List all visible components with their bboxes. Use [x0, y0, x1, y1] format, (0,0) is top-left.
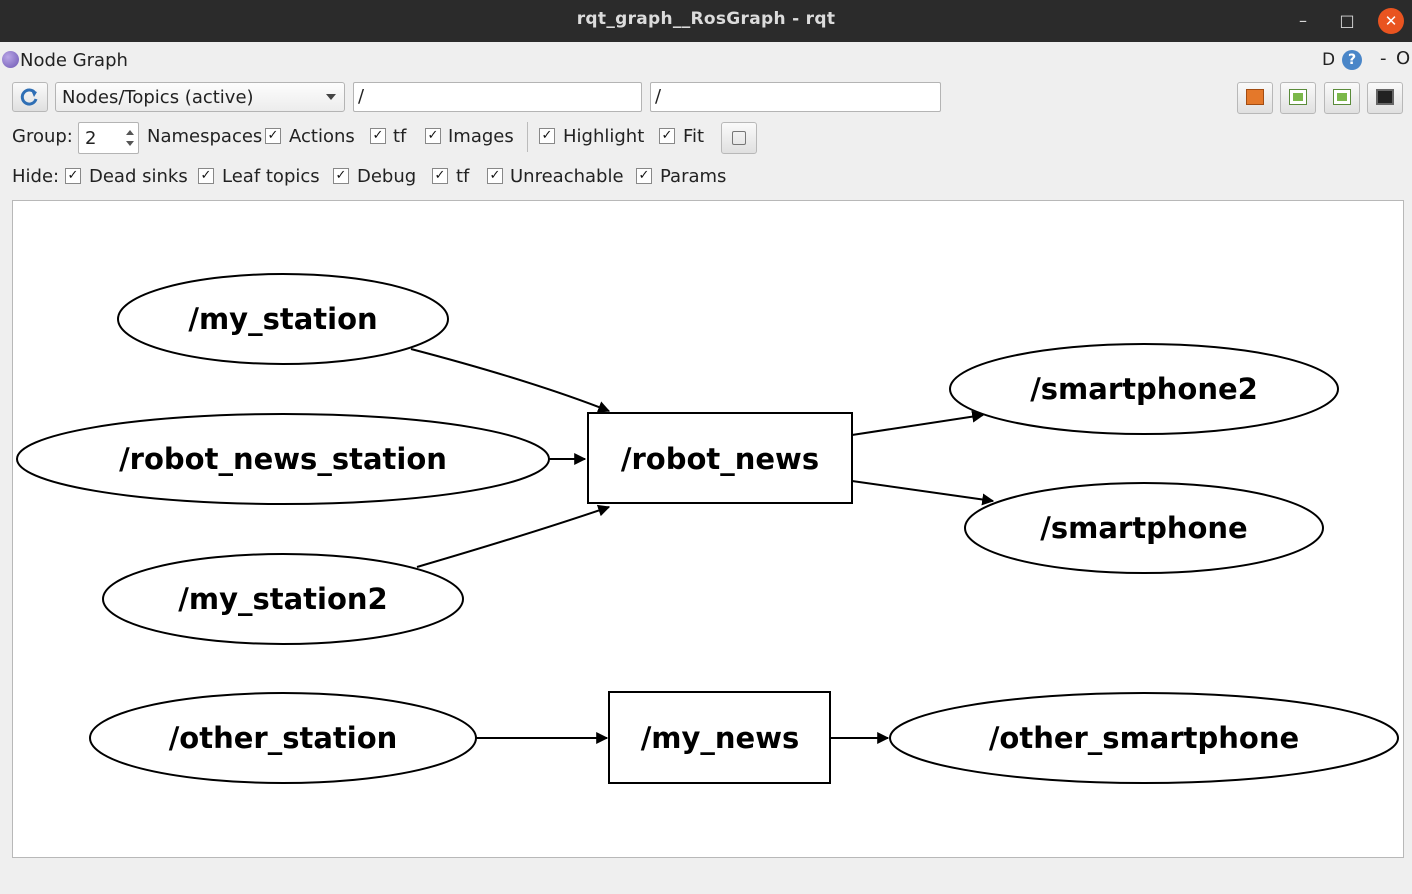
view-mode-dropdown[interactable]: Nodes/Topics (active): [55, 82, 345, 112]
tf-hide-checkbox[interactable]: ✓: [432, 168, 448, 184]
load-dot-button[interactable]: [1237, 82, 1273, 114]
exclude-filter-value: /: [655, 86, 662, 107]
plugin-header: Node Graph D ? - O: [0, 44, 1412, 76]
spin-down-icon[interactable]: [126, 141, 134, 146]
view-mode-value: Nodes/Topics (active): [62, 87, 254, 108]
include-filter-value: /: [358, 86, 365, 107]
actions-label: Actions: [289, 126, 355, 147]
chevron-down-icon: [326, 94, 336, 100]
ros-graph: /my_station /robot_news_station /my_stat…: [16, 273, 1399, 784]
options-plugin-button[interactable]: O: [1396, 48, 1411, 69]
leaf-topics-checkbox[interactable]: ✓: [198, 168, 214, 184]
actions-checkbox[interactable]: ✓: [265, 128, 281, 144]
exclude-filter-input[interactable]: /: [650, 82, 941, 112]
minimize-plugin-button[interactable]: -: [1380, 48, 1387, 69]
node-label-smartphone: /smartphone: [1040, 511, 1247, 545]
group-spinbox[interactable]: 2: [78, 122, 139, 154]
tf-group-label: tf: [393, 126, 407, 147]
dock-d-button[interactable]: D: [1322, 50, 1336, 70]
help-icon[interactable]: ?: [1342, 50, 1362, 70]
fit-label: Fit: [683, 126, 705, 147]
edge-robot-news-smartphone2: [851, 410, 985, 436]
spin-up-icon[interactable]: [126, 130, 134, 135]
minimize-button[interactable]: –: [1299, 11, 1307, 30]
plugin-title: Node Graph: [20, 50, 128, 71]
unreachable-label: Unreachable: [510, 166, 624, 187]
rqt-logo-icon: [2, 51, 19, 68]
node-smartphone[interactable]: [964, 482, 1324, 574]
topic-label-robot-news: /robot_news: [621, 442, 819, 476]
hide-row: Hide: ✓ Dead sinks ✓ Leaf topics ✓ Debug…: [0, 160, 1412, 194]
edge-robot-news-smartphone: [851, 480, 995, 506]
node-other-smartphone[interactable]: [889, 692, 1399, 784]
include-filter-input[interactable]: /: [353, 82, 642, 112]
save-image-button[interactable]: [1367, 82, 1403, 114]
node-label-other-smartphone: /other_smartphone: [989, 721, 1299, 755]
toolbar: Nodes/Topics (active) / /: [0, 80, 1412, 114]
fit-view-icon: [732, 131, 746, 145]
images-label: Images: [448, 126, 514, 147]
topic-label-my-news: /my_news: [641, 721, 800, 755]
params-checkbox[interactable]: ✓: [636, 168, 652, 184]
save-image-icon: [1289, 89, 1307, 105]
window-title: rqt_graph__RosGraph - rqt: [576, 9, 836, 29]
node-label-other-station: /other_station: [169, 721, 398, 755]
edge-my-station-robot-news: [410, 348, 611, 413]
node-my-station[interactable]: [117, 273, 449, 365]
topic-my-news[interactable]: [608, 691, 831, 784]
highlight-checkbox[interactable]: ✓: [539, 128, 555, 144]
group-label: Group:: [12, 126, 73, 147]
node-smartphone2[interactable]: [949, 343, 1339, 435]
node-label-my-station: /my_station: [188, 302, 377, 336]
params-label: Params: [660, 166, 727, 187]
node-my-station2[interactable]: [102, 553, 464, 645]
leaf-topics-label: Leaf topics: [222, 166, 320, 187]
topic-robot-news[interactable]: [587, 412, 853, 504]
refresh-icon: [20, 88, 38, 106]
edge-my-station2-robot-news: [416, 504, 611, 568]
highlight-label: Highlight: [563, 126, 645, 147]
folder-icon: [1246, 89, 1264, 105]
save-dot-button[interactable]: [1280, 82, 1316, 114]
hide-label: Hide:: [12, 166, 60, 187]
toolbar-separator: [527, 122, 528, 152]
refresh-button[interactable]: [12, 82, 48, 112]
fit-in-view-button[interactable]: [721, 122, 757, 154]
screen-icon: [1376, 89, 1394, 105]
graph-canvas[interactable]: /my_station /robot_news_station /my_stat…: [12, 200, 1404, 858]
node-label-robot-news-station: /robot_news_station: [119, 442, 447, 476]
debug-checkbox[interactable]: ✓: [333, 168, 349, 184]
unreachable-checkbox[interactable]: ✓: [487, 168, 503, 184]
dead-sinks-label: Dead sinks: [89, 166, 188, 187]
node-label-smartphone2: /smartphone2: [1030, 372, 1258, 406]
group-value: 2: [85, 128, 97, 149]
node-robot-news-station[interactable]: [16, 413, 550, 505]
tf-hide-label: tf: [456, 166, 470, 187]
node-other-station[interactable]: [89, 692, 477, 784]
options-row: Group: 2 Namespaces ✓ Actions ✓ tf ✓ Ima…: [0, 120, 1412, 154]
debug-label: Debug: [357, 166, 417, 187]
dead-sinks-checkbox[interactable]: ✓: [65, 168, 81, 184]
tf-group-checkbox[interactable]: ✓: [370, 128, 386, 144]
images-checkbox[interactable]: ✓: [425, 128, 441, 144]
save-image-icon: [1333, 89, 1351, 105]
namespaces-label: Namespaces: [147, 126, 263, 147]
close-button[interactable]: ✕: [1378, 8, 1404, 34]
maximize-button[interactable]: □: [1339, 11, 1355, 30]
save-svg-button[interactable]: [1324, 82, 1360, 114]
node-label-my-station2: /my_station2: [178, 582, 387, 616]
fit-checkbox[interactable]: ✓: [659, 128, 675, 144]
window-titlebar: rqt_graph__RosGraph - rqt – □ ✕: [0, 0, 1412, 42]
